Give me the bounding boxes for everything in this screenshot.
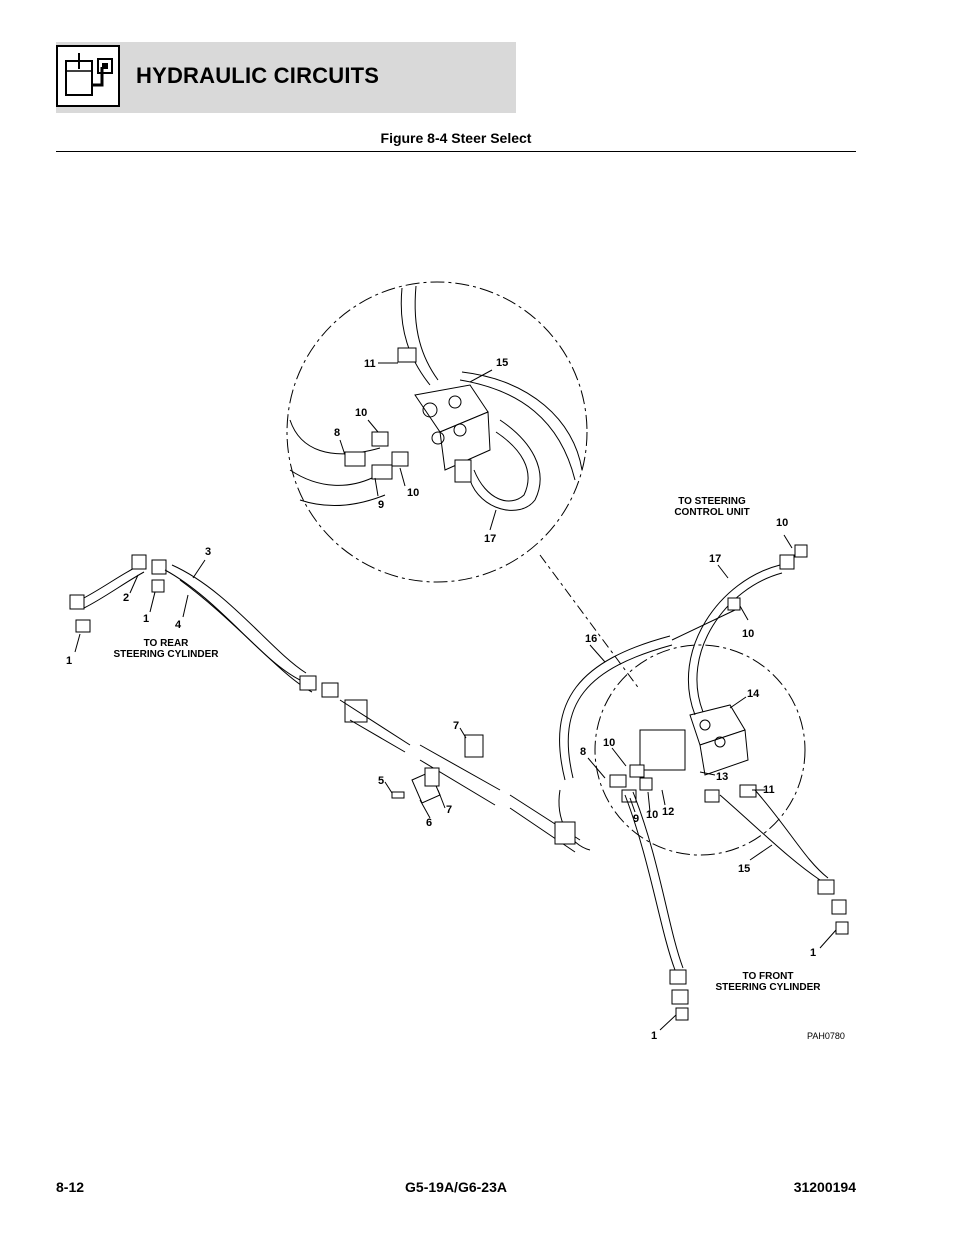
- callout-10: 10: [603, 737, 615, 749]
- callout-8: 8: [334, 427, 340, 439]
- callout-1: 1: [66, 655, 72, 667]
- callouts: 11 15 10 8 9 10 17 3 2 1 4 1 10 17 16 10…: [66, 357, 816, 1042]
- callout-15: 15: [496, 357, 508, 369]
- callout-2: 2: [123, 592, 129, 604]
- callout-6: 6: [426, 817, 432, 829]
- page-title: HYDRAULIC CIRCUITS: [136, 63, 380, 88]
- document-number: 31200194: [793, 1179, 856, 1195]
- hydraulic-reservoir-icon: [56, 45, 120, 107]
- callout-11: 11: [763, 784, 775, 796]
- callout-9: 9: [633, 813, 639, 825]
- title-rule: [56, 151, 856, 152]
- callout-1: 1: [143, 613, 149, 625]
- callout-11: 11: [364, 358, 376, 370]
- callout-7: 7: [446, 804, 452, 816]
- callout-10: 10: [646, 809, 658, 821]
- detail-circle-lower: [594, 644, 806, 856]
- callout-16: 16: [585, 633, 597, 645]
- note-rear-cylinder-line2: STEERING CYLINDER: [113, 649, 219, 660]
- destination-notes: TO STEERING CONTROL UNIT TO REAR STEERIN…: [113, 496, 821, 993]
- callout-13: 13: [716, 771, 728, 783]
- callout-17: 17: [484, 533, 496, 545]
- leader-lines: [74, 362, 837, 1031]
- hoses-lower-right: [558, 544, 849, 1021]
- hoses-rear: [69, 554, 581, 853]
- callout-10: 10: [407, 487, 419, 499]
- detail-circle-upper: [286, 281, 588, 583]
- clamps: [391, 734, 484, 804]
- callout-1: 1: [810, 947, 816, 959]
- callout-9: 9: [378, 499, 384, 511]
- figure-title: Figure 8-4 Steer Select: [380, 130, 532, 146]
- header-band: [56, 42, 516, 113]
- callout-10: 10: [742, 628, 754, 640]
- callout-7: 7: [453, 720, 459, 732]
- callout-10: 10: [355, 407, 367, 419]
- callout-10: 10: [776, 517, 788, 529]
- callout-8: 8: [580, 746, 586, 758]
- figure-reference: PAH0780: [807, 1031, 845, 1041]
- note-front-cylinder-line2: STEERING CYLINDER: [715, 982, 821, 993]
- model-number: G5-19A/G6-23A: [405, 1179, 507, 1195]
- note-steering-control-line1: TO STEERING: [678, 496, 746, 507]
- callout-14: 14: [747, 688, 760, 700]
- callout-5: 5: [378, 775, 384, 787]
- note-rear-cylinder-line1: TO REAR: [144, 638, 190, 649]
- callout-12: 12: [662, 806, 674, 818]
- callout-17: 17: [709, 553, 721, 565]
- callout-1: 1: [651, 1030, 657, 1042]
- callout-15: 15: [738, 863, 750, 875]
- callout-3: 3: [205, 546, 211, 558]
- page-number: 8-12: [56, 1179, 85, 1195]
- note-front-cylinder-line1: TO FRONT: [743, 971, 794, 982]
- note-steering-control-line2: CONTROL UNIT: [674, 507, 749, 518]
- callout-4: 4: [175, 619, 182, 631]
